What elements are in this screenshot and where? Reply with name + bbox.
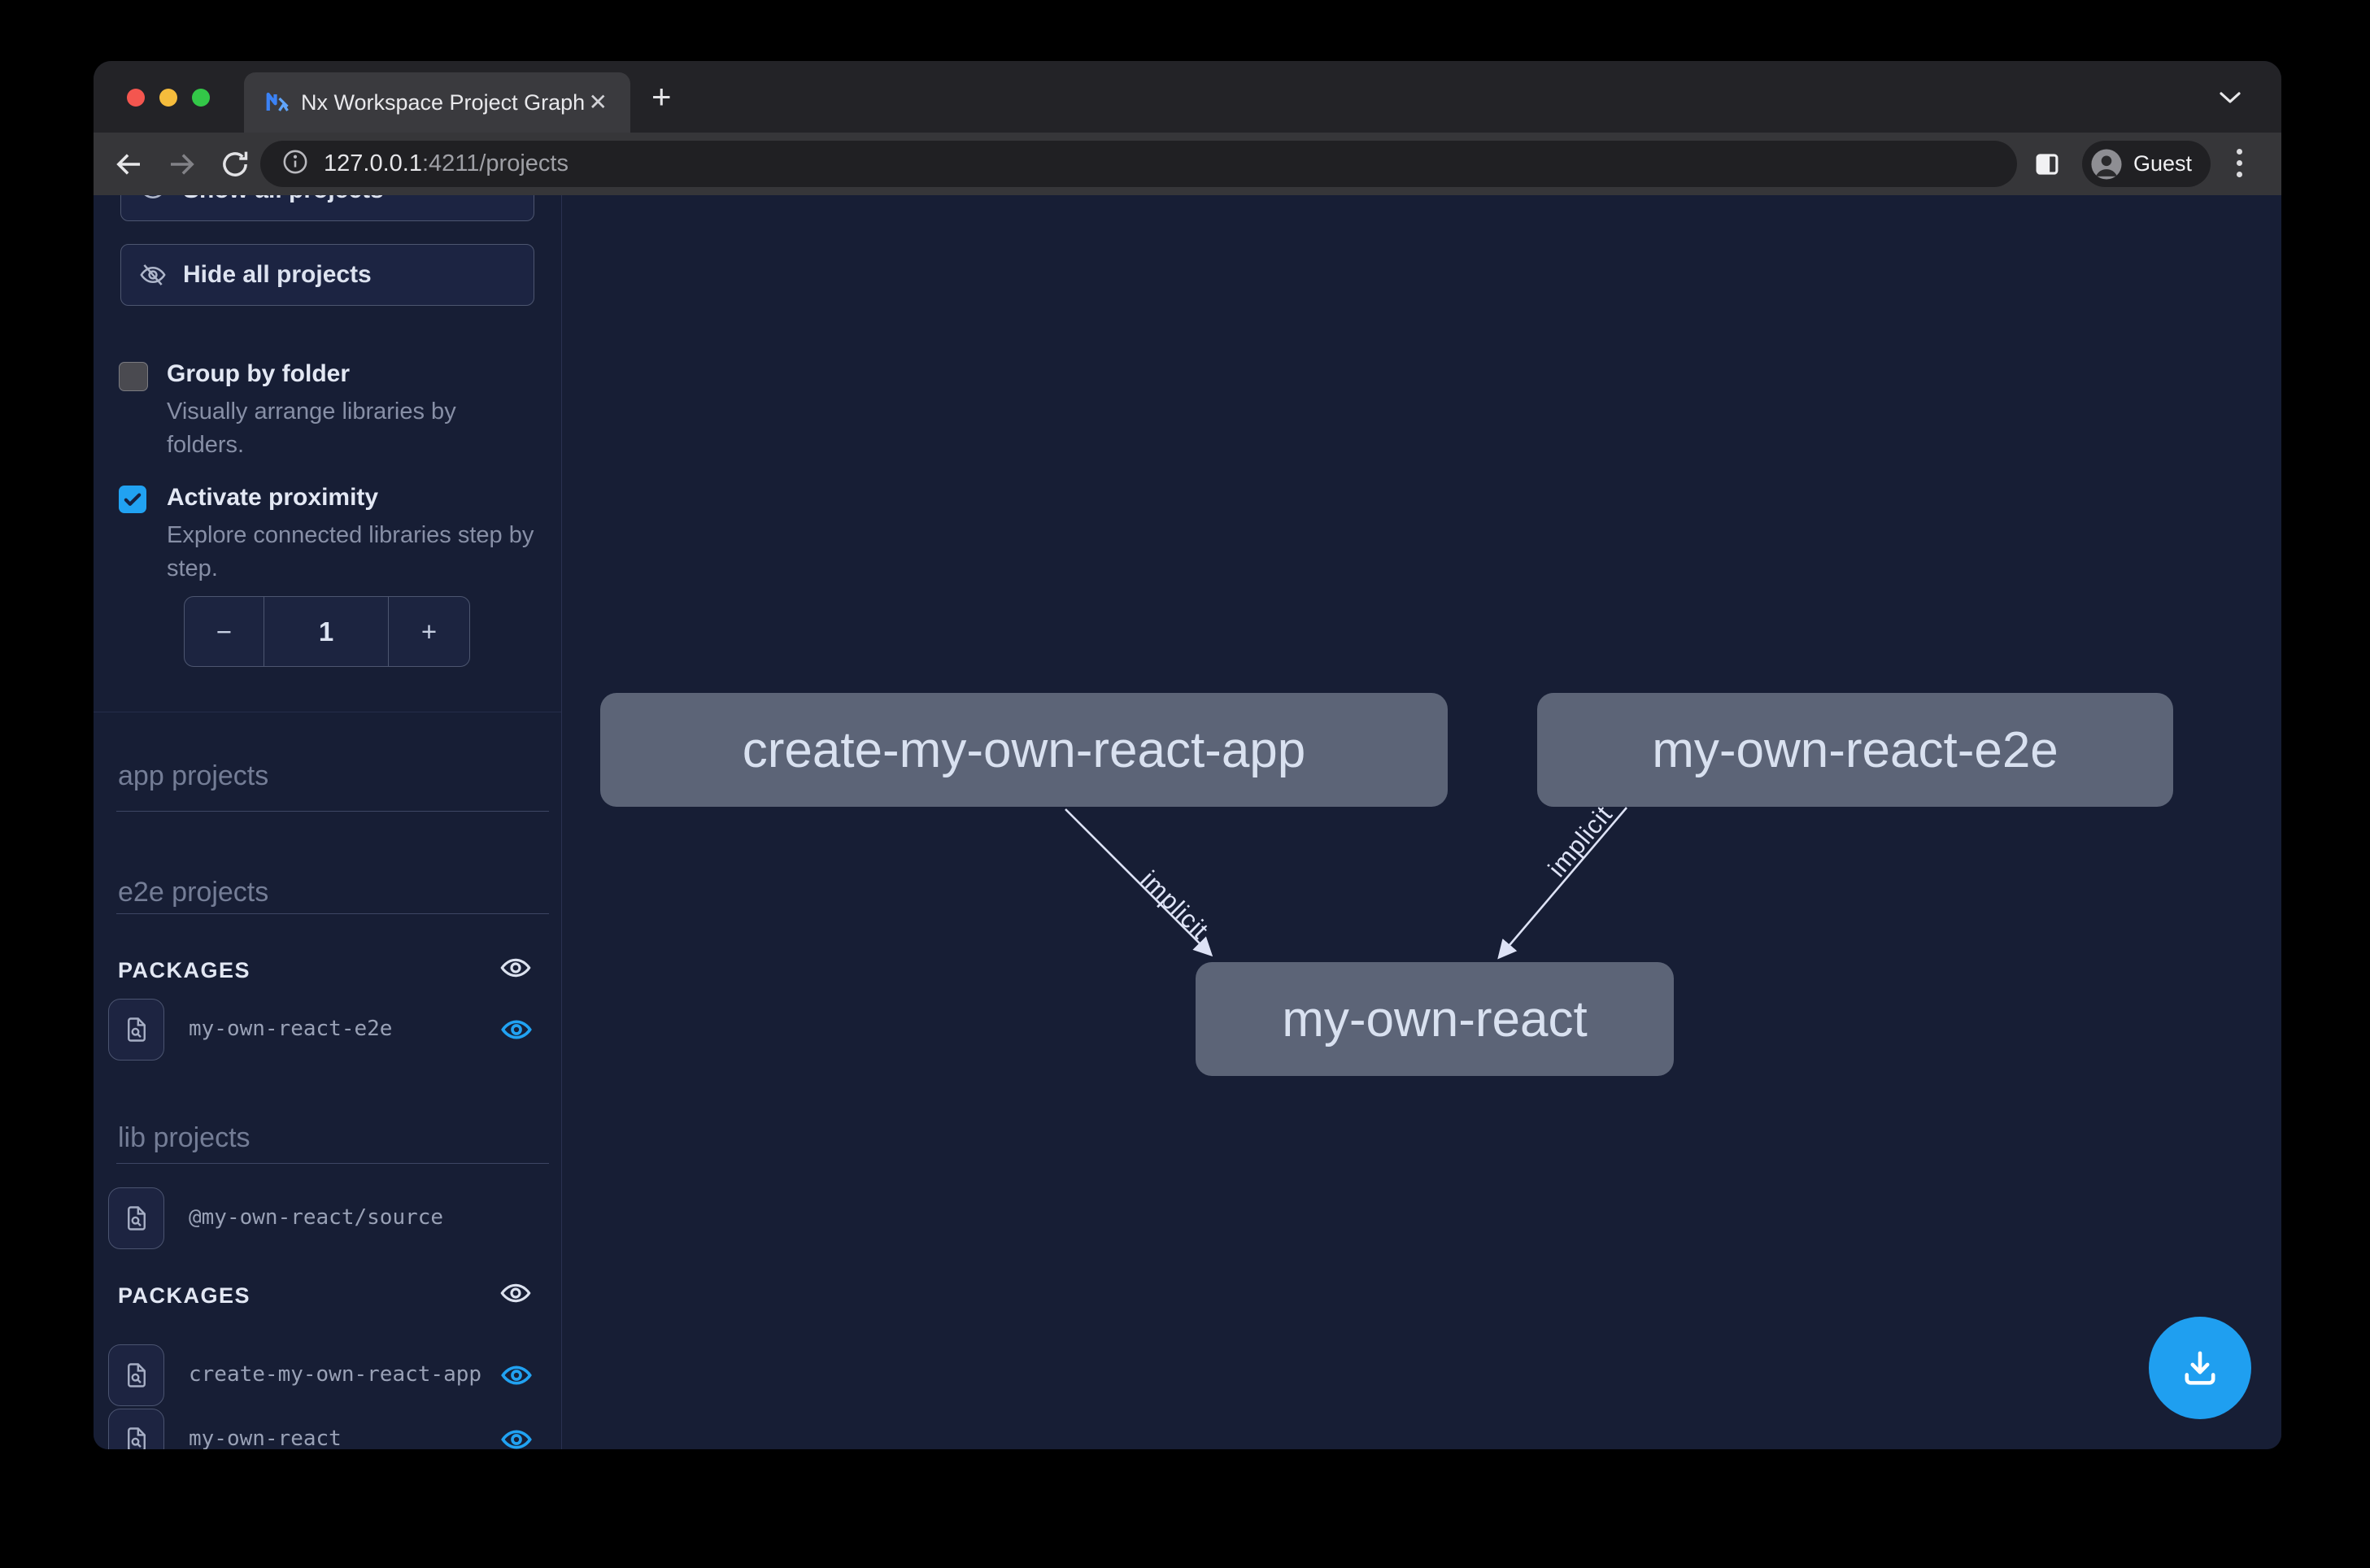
- group-by-folder-checkbox[interactable]: [119, 362, 148, 391]
- project-name: my-own-react-e2e: [189, 1017, 393, 1041]
- download-graph-button[interactable]: [2149, 1317, 2251, 1419]
- e2e-projects-underline: [116, 913, 549, 914]
- focus-project-button[interactable]: [108, 999, 164, 1061]
- forward-icon[interactable]: [165, 147, 199, 181]
- focus-project-button[interactable]: [108, 1187, 164, 1249]
- url-host: 127.0.0.1: [324, 150, 422, 176]
- graph-node-create-my-own-react-app[interactable]: create-my-own-react-app: [600, 693, 1448, 807]
- reload-icon[interactable]: [218, 147, 252, 181]
- chevron-down-icon[interactable]: [2218, 90, 2242, 109]
- packages-heading-e2e: PACKAGES: [118, 958, 251, 982]
- group-by-folder-description: Visually arrange libraries by folders.: [167, 399, 456, 458]
- toggle-project-visibility-eye-icon[interactable]: [498, 1013, 535, 1050]
- nx-logo-icon: [265, 90, 290, 115]
- back-icon[interactable]: [111, 147, 146, 181]
- hide-all-projects-label: Hide all projects: [183, 261, 372, 288]
- activate-proximity-description: Explore connected libraries step by step…: [167, 522, 534, 581]
- side-panel-icon[interactable]: [2032, 149, 2063, 184]
- edge-label-implicit: implicit: [1543, 800, 1618, 882]
- proximity-depth-value: 1: [264, 597, 389, 666]
- download-icon: [2176, 1344, 2224, 1392]
- profile-button[interactable]: Guest: [2082, 141, 2211, 187]
- show-all-projects-button[interactable]: Show all projects: [120, 195, 534, 221]
- new-tab-button[interactable]: +: [651, 77, 672, 115]
- tab-nx-project-graph[interactable]: Nx Workspace Project Graph ✕: [244, 72, 630, 133]
- hide-all-projects-button[interactable]: Hide all projects: [120, 244, 534, 306]
- increment-button[interactable]: +: [420, 616, 438, 647]
- browser-toolbar: 127.0.0.1:4211/projects Guest: [94, 133, 2281, 195]
- tab-close-icon[interactable]: ✕: [588, 89, 608, 115]
- info-icon[interactable]: [281, 148, 309, 180]
- toggle-group-visibility-eye-icon[interactable]: [498, 1277, 534, 1313]
- tab-title: Nx Workspace Project Graph: [301, 89, 586, 115]
- group-by-folder-option: Group by folder Visually arrange librari…: [119, 360, 542, 462]
- project-row-my-own-react-e2e: my-own-react-e2e: [94, 999, 561, 1061]
- project-name: @my-own-react/source: [189, 1205, 444, 1230]
- toggle-project-visibility-eye-icon[interactable]: [498, 1359, 535, 1396]
- e2e-projects-heading: e2e projects: [118, 877, 269, 908]
- tab-strip: Nx Workspace Project Graph ✕ +: [94, 61, 2281, 133]
- lib-projects-underline: [116, 1163, 549, 1164]
- app-projects-underline: [116, 811, 549, 812]
- sidebar: Show all projects Hide all projects Grou…: [94, 195, 562, 1449]
- avatar: [2089, 147, 2124, 181]
- project-row-my-own-react: my-own-react: [94, 1409, 561, 1449]
- packages-heading-lib: PACKAGES: [118, 1283, 251, 1308]
- show-all-projects-label: Show all projects: [183, 195, 384, 204]
- eye-off-icon: [139, 261, 167, 289]
- close-window-button[interactable]: [127, 89, 145, 107]
- project-row-my-own-react-source: @my-own-react/source: [94, 1187, 561, 1249]
- focus-project-button[interactable]: [108, 1409, 164, 1449]
- browser-menu-icon[interactable]: [2235, 143, 2243, 183]
- edge-create-app-to-my-own-react: [1065, 808, 1213, 957]
- edge-e2e-to-my-own-react: [1497, 807, 1627, 960]
- project-name: create-my-own-react-app: [189, 1362, 482, 1387]
- project-name: my-own-react: [189, 1426, 342, 1449]
- browser-window: Nx Workspace Project Graph ✕ +: [94, 61, 2281, 1449]
- page-content: Show all projects Hide all projects Grou…: [94, 195, 2281, 1449]
- url-path: :4211/projects: [421, 150, 569, 176]
- proximity-depth-stepper: − 1 +: [184, 596, 470, 667]
- decrement-button[interactable]: −: [185, 597, 264, 666]
- toggle-project-visibility-eye-icon[interactable]: [498, 1423, 535, 1449]
- group-by-folder-label[interactable]: Group by folder: [167, 360, 350, 387]
- eye-icon: [139, 195, 167, 204]
- lib-projects-heading: lib projects: [118, 1122, 251, 1153]
- url-bar[interactable]: 127.0.0.1:4211/projects: [260, 141, 2017, 187]
- graph-node-my-own-react-e2e[interactable]: my-own-react-e2e: [1537, 693, 2173, 807]
- minimize-window-button[interactable]: [159, 89, 177, 107]
- toggle-group-visibility-eye-icon[interactable]: [498, 952, 534, 988]
- app-projects-heading: app projects: [118, 760, 269, 791]
- edge-label-implicit: implicit: [1135, 865, 1214, 944]
- zoom-window-button[interactable]: [192, 89, 210, 107]
- activate-proximity-option: Activate proximity Explore connected lib…: [119, 484, 542, 586]
- url-text: 127.0.0.1:4211/projects: [324, 150, 569, 177]
- project-row-create-my-own-react-app: create-my-own-react-app: [94, 1344, 561, 1406]
- activate-proximity-label[interactable]: Activate proximity: [167, 484, 379, 511]
- graph-node-my-own-react[interactable]: my-own-react: [1196, 962, 1674, 1076]
- profile-label: Guest: [2133, 151, 2193, 176]
- activate-proximity-checkbox[interactable]: [119, 486, 146, 513]
- focus-project-button[interactable]: [108, 1344, 164, 1406]
